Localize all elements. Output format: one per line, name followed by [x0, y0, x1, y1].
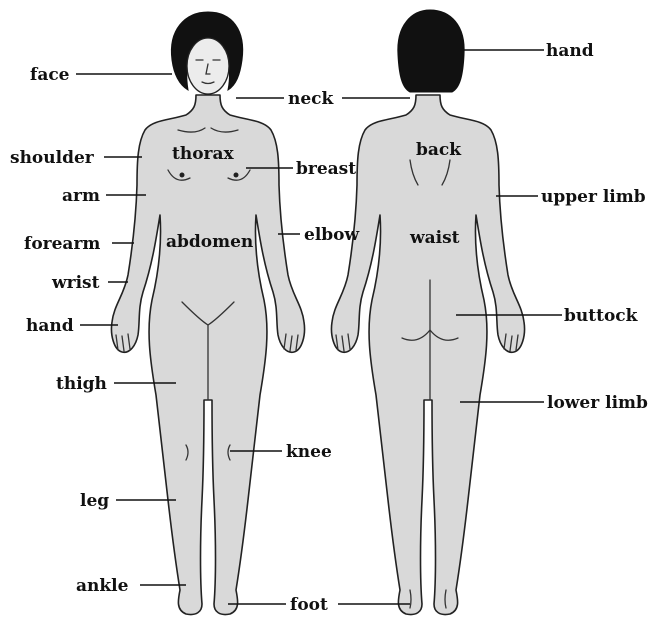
label-wrist: wrist: [51, 273, 100, 293]
label-neck: neck: [288, 89, 335, 109]
label-buttock: buttock: [564, 306, 639, 326]
label-thigh: thigh: [56, 374, 107, 394]
label-face: face: [30, 65, 70, 85]
front-nipple-left: [180, 173, 185, 178]
label-knee: knee: [286, 442, 332, 462]
label-leg: leg: [80, 491, 109, 511]
label-elbow: elbow: [304, 225, 359, 245]
label-breast: breast: [296, 159, 356, 179]
labels: face neck hand shoulder thorax breast ba…: [10, 41, 648, 615]
label-forearm: forearm: [24, 234, 100, 254]
label-thorax: thorax: [172, 144, 235, 164]
front-figure: [111, 12, 304, 615]
back-figure: [331, 10, 524, 615]
label-upper-limb: upper limb: [541, 187, 646, 207]
label-lower-limb: lower limb: [547, 393, 648, 413]
front-nipple-right: [234, 173, 239, 178]
back-hair: [398, 10, 464, 92]
label-ankle: ankle: [76, 576, 129, 596]
label-hand-top: hand: [546, 41, 594, 61]
label-foot: foot: [290, 595, 328, 615]
back-body-silhouette: [331, 95, 524, 615]
label-hand: hand: [26, 316, 74, 336]
label-waist: waist: [409, 228, 460, 248]
label-shoulder: shoulder: [10, 148, 95, 168]
label-back: back: [416, 140, 462, 160]
label-abdomen: abdomen: [166, 232, 253, 252]
label-arm: arm: [62, 186, 100, 206]
